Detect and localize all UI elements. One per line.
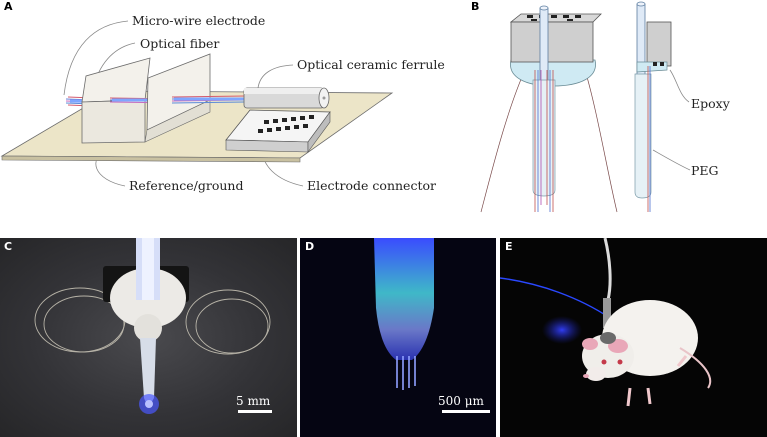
panel-b-diagram: Epoxy PEG <box>480 1 731 213</box>
panel-e-letter: E <box>505 240 513 253</box>
pcb-board-edge <box>1 155 301 163</box>
peg-shank-side <box>634 73 652 199</box>
label-peg: PEG <box>691 163 719 178</box>
leader-epoxy <box>669 69 690 103</box>
peg-shank-front <box>532 79 556 197</box>
label-electrode-connector: Electrode connector <box>307 178 436 193</box>
label-optical-fiber: Optical fiber <box>140 36 219 51</box>
electrode-connector <box>225 109 331 153</box>
label-micro-wire-electrode: Micro-wire electrode <box>132 13 265 28</box>
photo-d-fiber-tip: D 500 μm <box>300 238 496 437</box>
plate-1-front <box>81 99 146 144</box>
plate-1 <box>81 57 151 103</box>
implant-side-view <box>634 1 672 212</box>
label-ferrule: Optical ceramic ferrule <box>297 57 445 72</box>
leader-ferrule <box>257 64 294 89</box>
panel-d-letter: D <box>305 240 315 253</box>
panel-b-letter: B <box>471 0 480 13</box>
implant-front-view <box>480 5 618 213</box>
panel-c-letter: C <box>4 240 13 253</box>
scale-bar-c-label: 5 mm <box>236 394 271 408</box>
photo-c-implant: C 5 mm <box>0 238 297 437</box>
label-reference-ground: Reference/ground <box>129 178 243 193</box>
scale-bar-d-label: 500 μm <box>438 394 484 408</box>
connector-pins <box>258 115 314 133</box>
label-epoxy: Epoxy <box>691 96 731 111</box>
panel-a-diagram: Micro-wire electrode Optical fiber Optic… <box>0 13 445 193</box>
panel-a-letter: A <box>4 0 13 13</box>
leader-peg <box>652 149 691 171</box>
photo-e-rat: E <box>500 238 767 437</box>
ceramic-ferrule <box>243 87 330 109</box>
leader-micro-wire <box>63 20 129 96</box>
